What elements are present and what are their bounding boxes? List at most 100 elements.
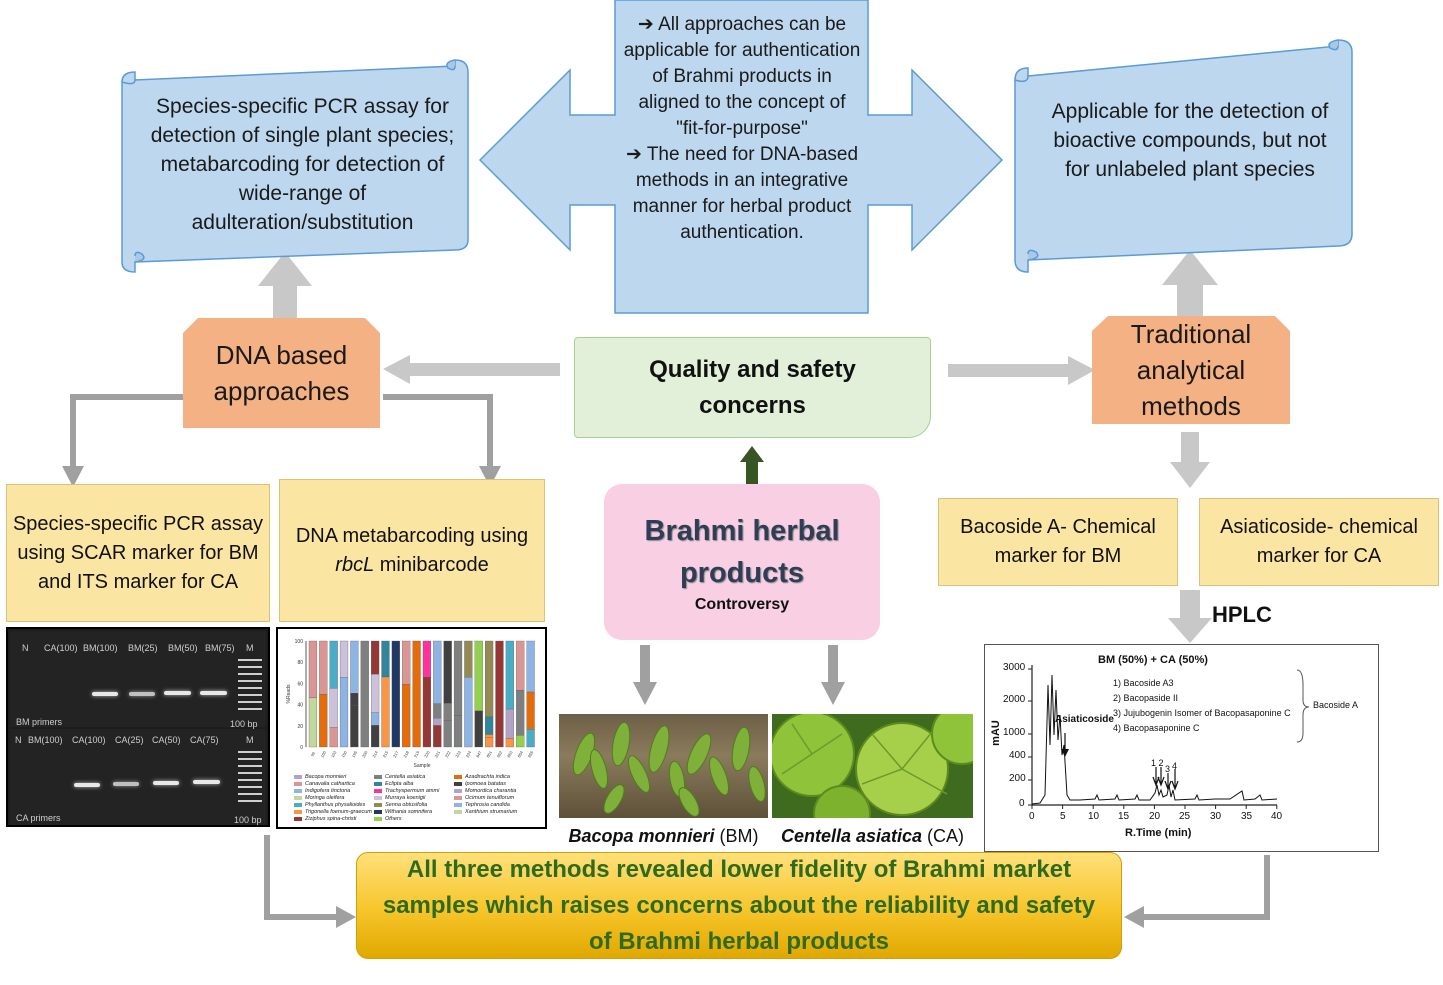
chart-bar-segment <box>505 708 514 739</box>
chart-bar-segment <box>412 640 421 748</box>
gel-band <box>164 691 191 695</box>
chart-bar-segment <box>516 640 525 691</box>
chart-xtick: 150 <box>340 749 348 758</box>
legend-label: Indigofera tinctoria <box>305 788 351 794</box>
arrow-left-to-conclusion <box>264 835 340 920</box>
hplc-chromatogram <box>1028 665 1310 809</box>
bacoside-a-group-label: Bacoside A <box>1313 700 1359 710</box>
chart-xtick: 103 <box>330 749 338 758</box>
chart-xtick: 220 <box>423 749 431 758</box>
chart-bar-segment <box>360 640 369 748</box>
legend-swatch <box>454 781 462 786</box>
arrow-dna-to-pcr <box>70 394 183 472</box>
legend-label: Senna obtusifolia <box>385 802 428 808</box>
chart-bar-segment <box>433 640 442 704</box>
dna-box-shape <box>183 318 380 428</box>
legend-label: Moringa oleifera <box>305 795 345 801</box>
hplc-ytick: 400 <box>1009 750 1026 761</box>
bacopa-name: Bacopa monnieri <box>568 826 715 846</box>
asiaticoside-box: Asiaticoside- chemical marker for CA <box>1199 498 1439 586</box>
gel-ladder-band <box>238 800 262 802</box>
chart-bar-segment <box>433 725 442 748</box>
legend-label: Ocimum tenuiflorum <box>465 795 515 801</box>
gel-ladder-band <box>238 751 262 753</box>
chart-legend-item: Canavalia cathartica <box>294 781 355 787</box>
legend-label: Others <box>385 816 402 822</box>
gel-ladder-band <box>238 772 262 774</box>
chart-bar-segment <box>505 738 514 748</box>
traditional-box-label: Traditional analytical methods <box>1130 319 1252 421</box>
hplc-xtick: 40 <box>1271 811 1283 822</box>
gel-lane-label: N <box>15 735 22 745</box>
centella-leaves-icon <box>772 714 973 818</box>
chart-bar-segment <box>422 640 432 678</box>
gel-size-label: 100 bp <box>234 815 262 825</box>
legend-swatch <box>454 802 462 807</box>
chart-bar-segment <box>485 640 494 718</box>
hplc-chromatogram-frame: BM (50%) + CA (50%) 3000 2000 1000 400 2… <box>984 644 1379 852</box>
up-arrow-right <box>1162 250 1218 316</box>
up-arrow-left <box>258 252 312 318</box>
brahmi-subtitle: Controversy <box>694 596 790 613</box>
hplc-title: BM (50%) + CA (50%) <box>1098 654 1208 666</box>
gel-ladder-band <box>238 701 262 703</box>
gel-electrophoresis-image: N CA(100) BM(100) BM(25) BM(50) BM(75) M… <box>6 627 270 827</box>
gel-lane-label: N <box>22 643 29 653</box>
gel-ladder-band <box>238 694 262 696</box>
legend-swatch <box>374 781 382 786</box>
hplc-xlabel: R.Time (min) <box>1125 827 1192 839</box>
gel-band <box>92 692 118 696</box>
chart-legend-item: Senna obtusifolia <box>374 802 427 808</box>
chart-legend-item: Withania somnifera <box>374 809 432 815</box>
legend-swatch <box>374 809 382 814</box>
chart-bar-segment <box>329 727 338 748</box>
chart-legend-item: Ipomoea batatas <box>454 781 506 787</box>
chart-bar-segment <box>381 676 390 748</box>
chart-ytick: 0 <box>300 745 303 751</box>
legend-label: Murraya koenigii <box>385 795 426 801</box>
arrow-brahmi-to-bm <box>633 645 657 705</box>
centella-photo <box>772 714 973 818</box>
arrow-quality-to-dna <box>383 355 560 384</box>
chart-bar-segment <box>339 640 349 678</box>
asiaticoside-peak-label: Asiaticoside <box>1055 714 1114 725</box>
gel-ladder-band <box>238 786 262 788</box>
centella-name: Centella asiatica <box>780 826 923 846</box>
chart-xtick: 215 <box>382 749 390 758</box>
chart-xtick: 653 <box>506 749 514 758</box>
gel-lane-label: BM(75) <box>205 643 235 653</box>
chart-ytick: 80 <box>297 660 303 666</box>
gel-lane-label: CA(25) <box>115 735 144 745</box>
legend-swatch <box>374 795 382 800</box>
asiaticoside-box-label: Asiaticoside- chemical marker for CA <box>1220 516 1418 567</box>
chart-bar-segment <box>453 640 463 716</box>
bacoside-box: Bacoside A- Chemical marker for BM <box>938 498 1178 586</box>
chart-bar-segment <box>453 715 463 748</box>
chart-bar-segment <box>381 640 390 678</box>
chart-xtick: 223 <box>454 749 462 758</box>
gel-lane-label: M <box>246 735 254 745</box>
chart-xtick: 214 <box>371 749 379 758</box>
legend-swatch <box>374 788 382 793</box>
bacopa-caption: Bacopa monnieri (BM) <box>559 826 768 847</box>
gel-lane-label: CA(75) <box>190 735 219 745</box>
gel-bottom-panel: N BM(100) CA(100) CA(25) CA(50) CA(75) M… <box>10 729 266 825</box>
hplc-xtick: 5 <box>1060 811 1066 822</box>
chart-bar-segment <box>319 694 328 748</box>
legend-label: Canavalia cathartica <box>305 781 355 787</box>
chart-bar-segment <box>485 734 494 738</box>
legend-swatch <box>454 788 462 793</box>
chart-bar-segment <box>526 640 535 693</box>
chart-bar-segment <box>485 737 494 748</box>
gel-band <box>113 782 139 786</box>
legend-swatch <box>454 809 462 814</box>
chart-xtick: 655 <box>527 749 535 758</box>
hplc-ytick: 1000 <box>1003 727 1026 738</box>
hplc-xtick: 0 <box>1029 811 1035 822</box>
legend-swatch <box>294 774 302 779</box>
chart-ytick: 20 <box>297 724 303 730</box>
peak-list-item: 1) Bacoside A3 <box>1113 678 1174 688</box>
left-scroll-text: Species-specific PCR assay for detection… <box>150 95 455 234</box>
chart-bar-segment <box>371 725 380 748</box>
chart-xtick: 219 <box>413 749 421 758</box>
